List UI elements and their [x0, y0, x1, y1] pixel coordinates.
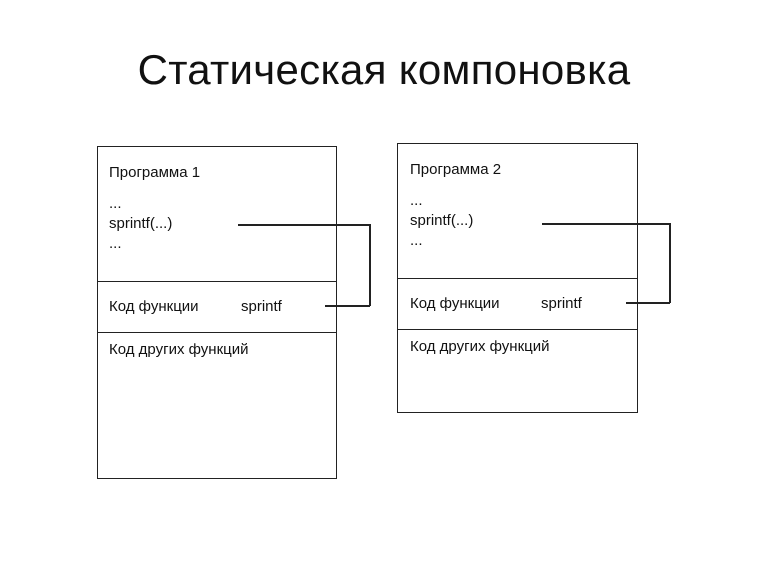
program-1-function-label: Код функции	[109, 298, 199, 315]
program-2-function-name: sprintf	[541, 295, 582, 312]
program-2-ellipsis-bottom: ...	[410, 232, 423, 249]
program-1-sprintf-call: sprintf(...)	[109, 215, 173, 232]
program-1-ellipsis-top: ...	[109, 195, 122, 212]
program-2-link-top	[542, 223, 670, 225]
program-2-block: Программа 2 ... sprintf(...) ... Код фун…	[397, 143, 638, 413]
program-1-link-top	[238, 224, 370, 226]
program-2-function-section: Код функции sprintf	[398, 278, 637, 329]
program-1-name: Программа 1	[109, 164, 201, 181]
program-1-link-vertical	[369, 224, 371, 306]
program-1-ellipsis-bottom: ...	[109, 235, 122, 252]
program-1-block: Программа 1 ... sprintf(...) ... Код фун…	[97, 146, 337, 479]
program-2-ellipsis-top: ...	[410, 192, 423, 209]
program-1-other-label: Код других функций	[109, 341, 249, 358]
program-2-link-bottom	[626, 302, 670, 304]
program-1-function-name: sprintf	[241, 298, 282, 315]
program-2-name: Программа 2	[410, 161, 502, 178]
program-2-other-section: Код других функций	[398, 329, 637, 412]
slide-title: Статическая компоновка	[137, 46, 631, 93]
program-1-link-bottom	[325, 305, 370, 307]
program-2-function-label: Код функции	[410, 295, 500, 312]
program-2-link-vertical	[669, 223, 671, 303]
program-2-code-section: Программа 2 ... sprintf(...) ...	[398, 144, 637, 278]
program-1-function-section: Код функции sprintf	[98, 281, 336, 332]
program-2-other-label: Код других функций	[410, 338, 550, 355]
program-1-code-section: Программа 1 ... sprintf(...) ...	[98, 147, 336, 281]
program-1-other-section: Код других функций	[98, 332, 336, 478]
program-2-sprintf-call: sprintf(...)	[410, 212, 474, 229]
